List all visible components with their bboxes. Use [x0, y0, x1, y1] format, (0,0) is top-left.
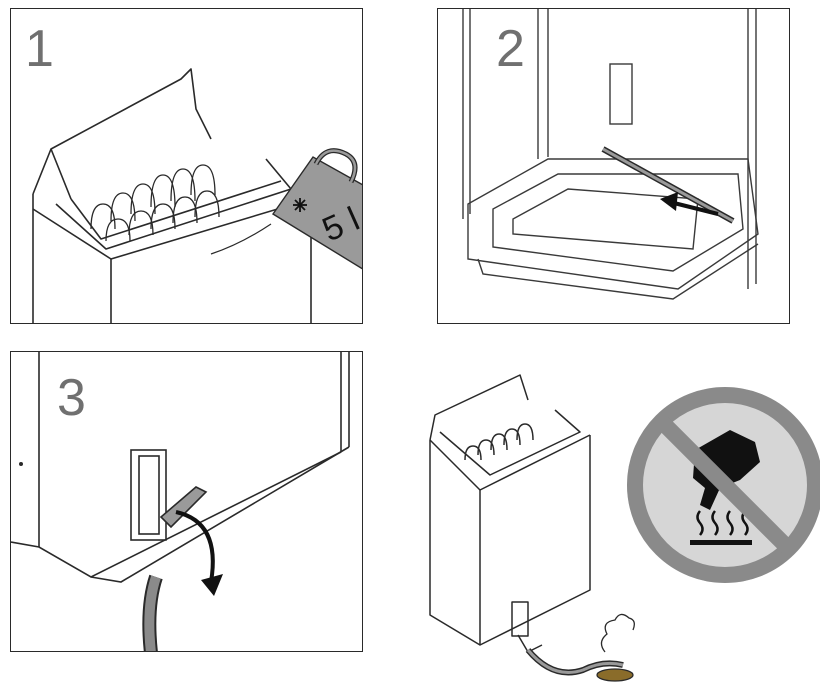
- turn-arrow-icon: [176, 512, 223, 596]
- snowflake-icon: [293, 198, 307, 212]
- heater-fill-illustration: 5 l: [11, 9, 363, 324]
- heater-drain-illustration: [410, 370, 820, 692]
- drain-warning-panel: [410, 370, 820, 692]
- tray-illustration: [438, 9, 790, 324]
- step-2-panel: 2: [437, 8, 790, 324]
- step-1-panel: 1: [10, 8, 363, 324]
- step-3-panel: 3: [10, 351, 363, 652]
- no-touch-hot-surface-icon: [627, 387, 820, 583]
- drain-valve-illustration: [11, 352, 363, 652]
